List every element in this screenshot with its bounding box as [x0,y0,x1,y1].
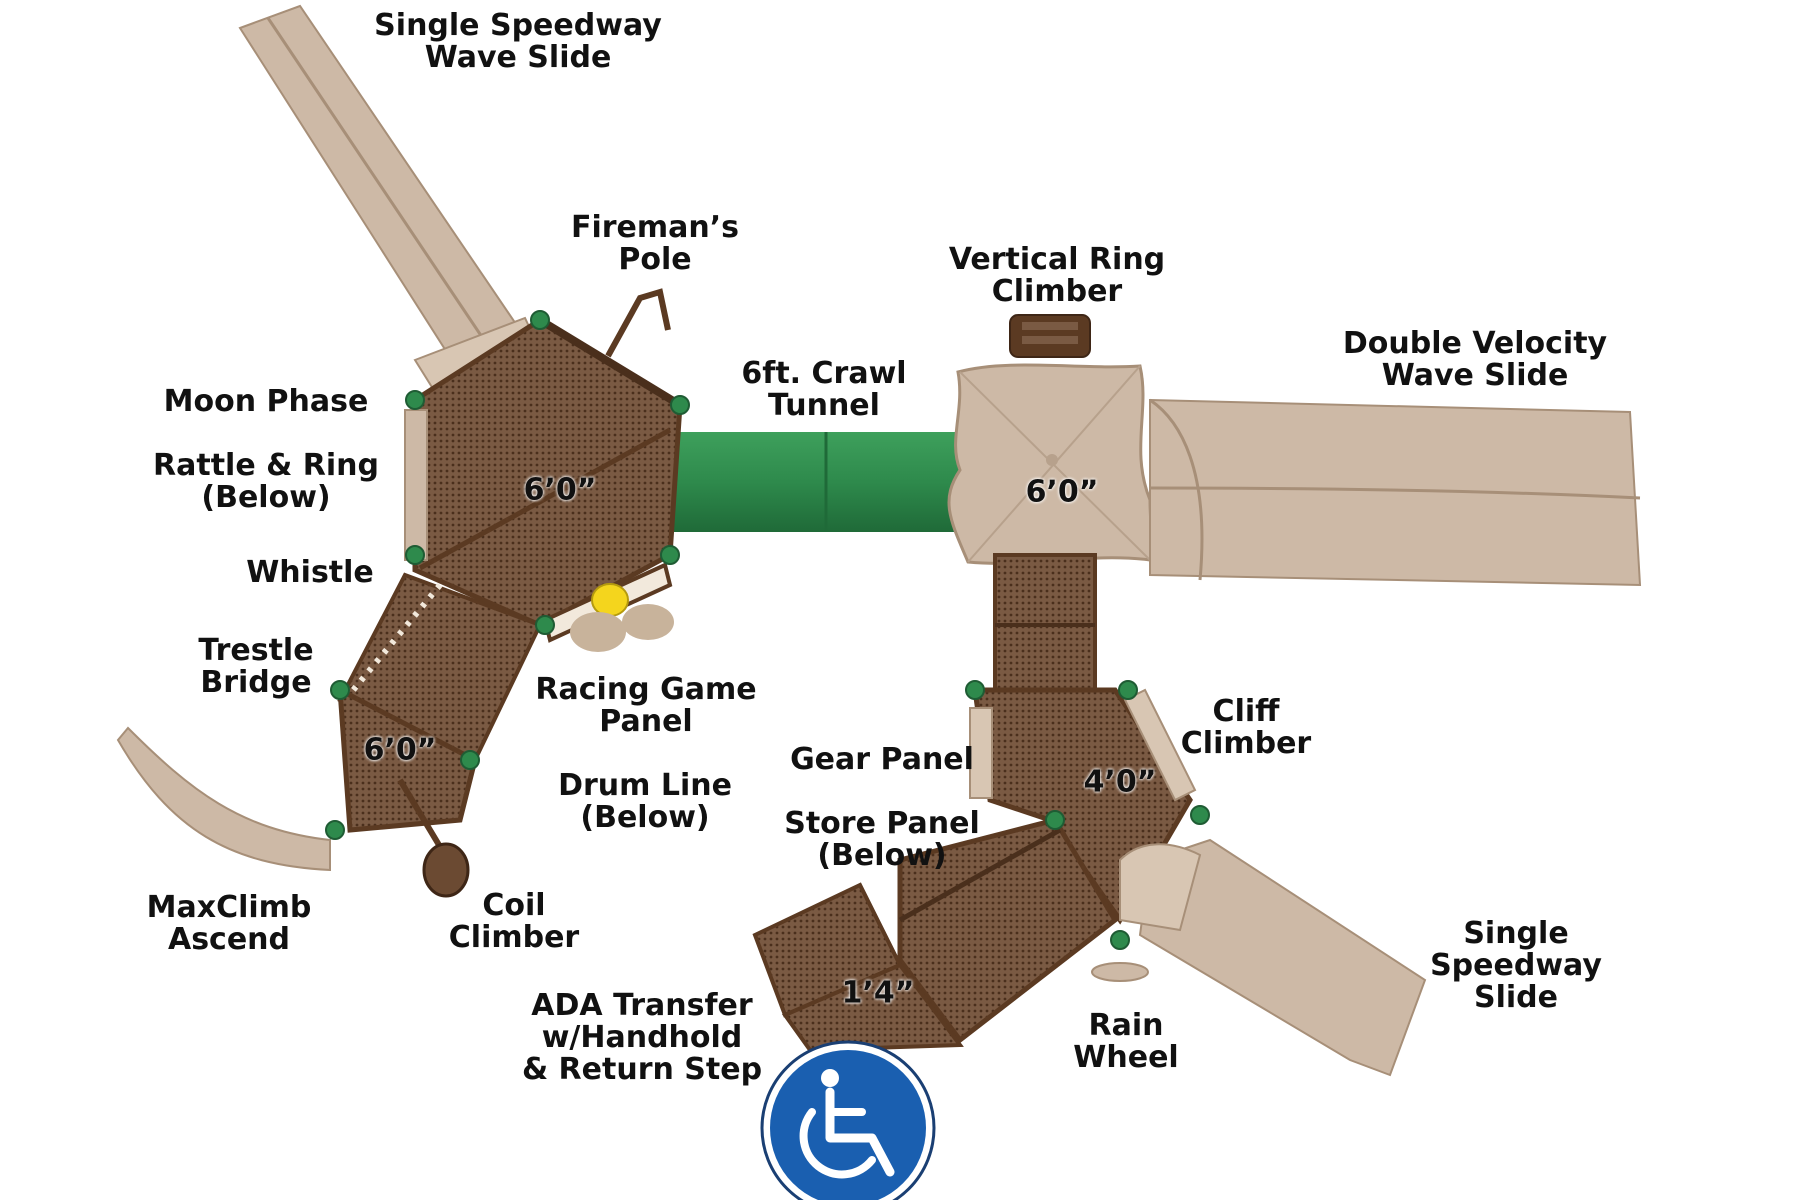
deck-height-right-roof: 6’0” [1025,474,1099,510]
small-left-deck [337,685,478,833]
coil-climber [397,778,470,898]
maxclimb-ascend [116,726,331,872]
label-moon-phase: Moon Phase [163,384,369,419]
label-drum-line: Drum Line(Below) [558,768,732,835]
ada-transfer-steps [752,882,964,1053]
label-whistle: Whistle [246,555,374,590]
deck-height-small-left: 6’0” [363,732,437,768]
label-gear-panel: Gear Panel [790,742,974,777]
deck-height-transfer: 1’4” [841,975,915,1011]
wheelchair-accessibility-icon [760,1040,936,1204]
right-roofed-deck [947,363,1156,565]
label-rattle-ring: Rattle & Ring(Below) [153,448,379,515]
transfer-ramp [897,817,1119,1044]
deck-stairs [993,553,1097,692]
crawl-tunnel [672,432,970,532]
double-velocity-wave-slide [1149,398,1642,587]
single-speedway-slide [1119,838,1427,1077]
single-speedway-wave-slide [238,4,542,394]
post-caps [325,310,1210,950]
racing-game-panel [542,562,674,652]
deck-height-mid: 4’0” [1083,764,1157,800]
vertical-ring-climber [1009,314,1091,358]
deck-height-left-hex: 6’0” [523,472,597,508]
rain-wheel [1091,962,1149,982]
label-store-panel: Store Panel(Below) [784,806,980,873]
firemans-pole [605,288,671,358]
cliff-climber [1123,688,1197,802]
